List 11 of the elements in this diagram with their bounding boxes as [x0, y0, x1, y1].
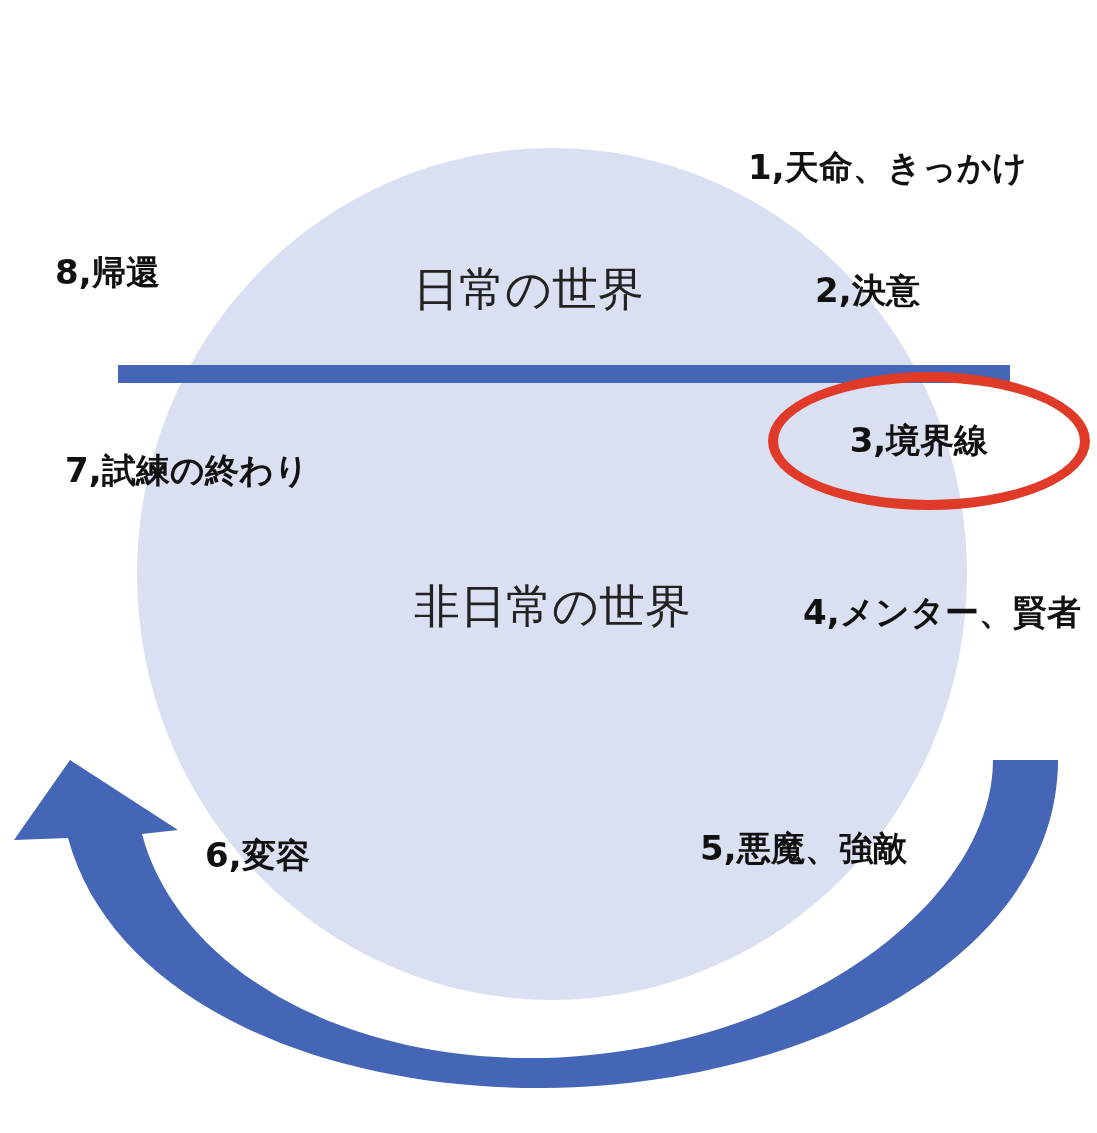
highlight-ellipse: [768, 372, 1090, 510]
stage-label: 2,決意: [815, 269, 920, 312]
stage-label: 3,境界線: [849, 419, 989, 462]
stage-label: 7,試練の終わり: [65, 449, 309, 492]
stage-label: 1,天命、きっかけ: [748, 146, 1027, 189]
stage-label: 8,帰還: [55, 251, 160, 294]
stage-label: 4,メンター、賢者: [803, 591, 1081, 634]
world-label: 日常の世界: [412, 261, 644, 318]
stage-label: 6,変容: [205, 834, 310, 877]
world-label: 非日常の世界: [413, 578, 691, 635]
stage-label: 5,悪魔、強敵: [700, 827, 907, 870]
